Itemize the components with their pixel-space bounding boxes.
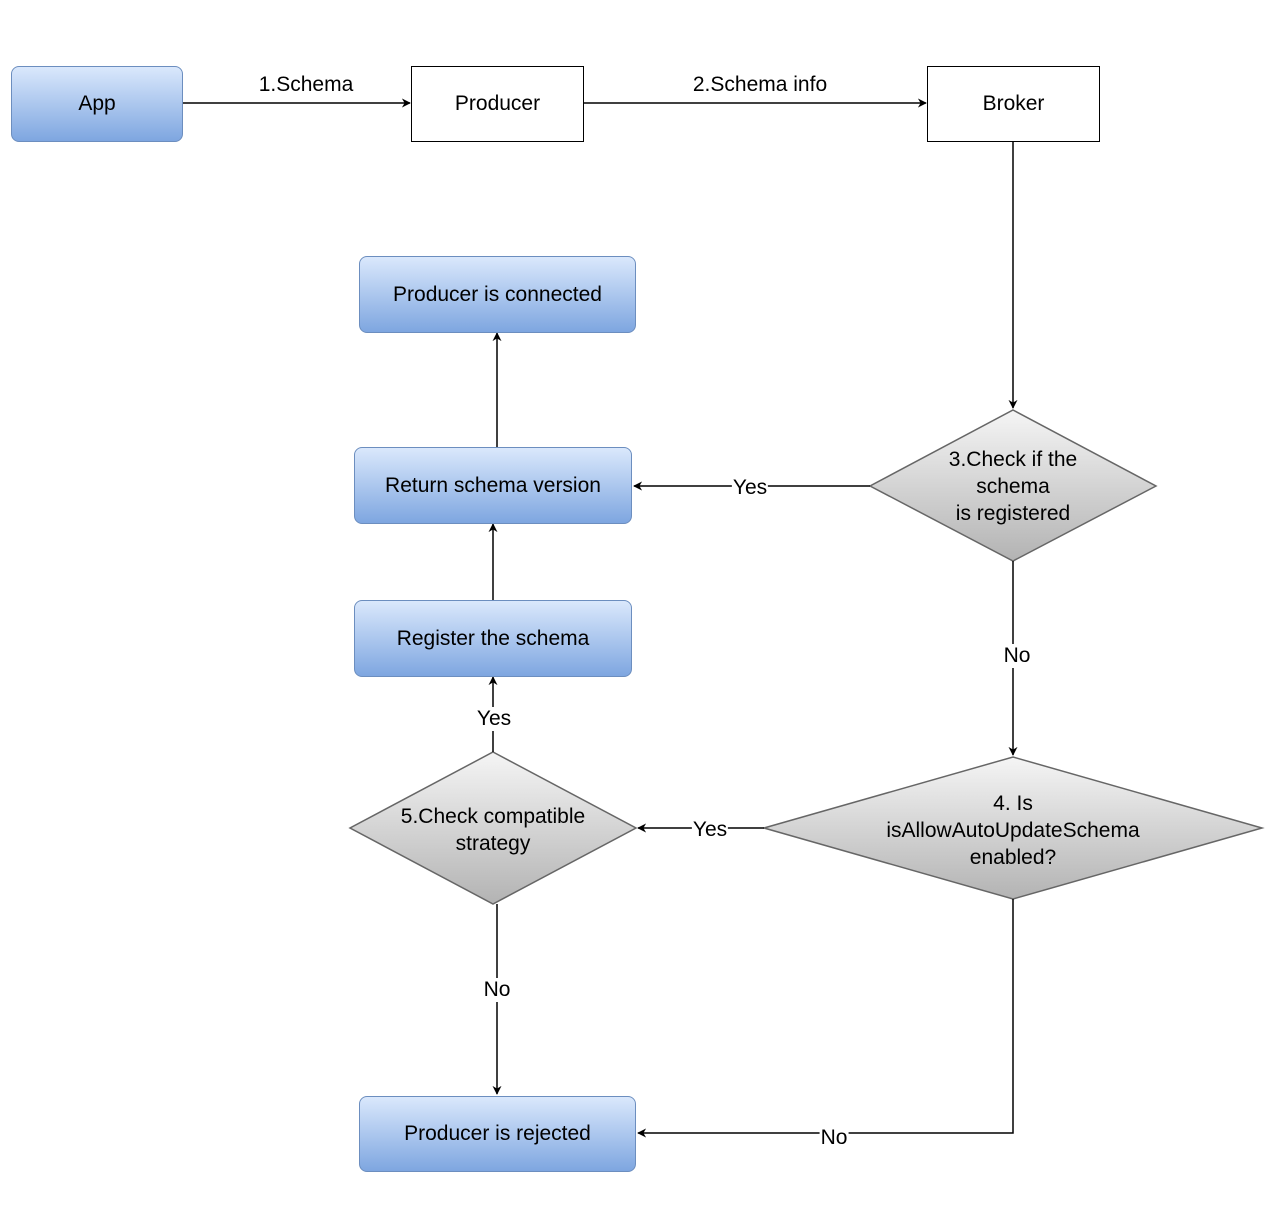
edge-label-auto-update-yes: Yes	[691, 818, 729, 842]
node-producer-connected-label: Producer is connected	[393, 282, 602, 306]
node-app-label: App	[78, 92, 116, 115]
decision-check-registered[interactable]: 3.Check if the schema is registered	[948, 447, 1078, 525]
node-app[interactable]: App	[11, 66, 183, 142]
edge-label-auto-update-no: No	[819, 1126, 849, 1150]
node-return-schema-version-label: Return schema version	[385, 473, 601, 497]
edge-label-compatible-no: No	[482, 978, 512, 1002]
decision-auto-update[interactable]: 4. Is isAllowAutoUpdateSchema enabled?	[886, 791, 1140, 869]
node-broker-label: Broker	[982, 92, 1045, 115]
node-register-schema[interactable]: Register the schema	[354, 600, 632, 677]
edge-label-registered-yes: Yes	[731, 476, 769, 500]
node-broker[interactable]: Broker	[927, 66, 1100, 142]
node-producer-rejected-label: Producer is rejected	[404, 1122, 591, 1145]
edge-label-1-schema: 1.Schema	[258, 73, 354, 96]
decision-check-compatible[interactable]: 5.Check compatible strategy	[400, 805, 586, 855]
node-producer[interactable]: Producer	[411, 66, 584, 142]
node-return-schema-version[interactable]: Return schema version	[354, 447, 632, 524]
node-producer-connected[interactable]: Producer is connected	[359, 256, 636, 333]
node-producer-label: Producer	[454, 92, 541, 115]
node-producer-rejected[interactable]: Producer is rejected	[359, 1096, 636, 1172]
edge-label-2-schema-info: 2.Schema info	[692, 73, 828, 96]
edge-label-compatible-yes: Yes	[475, 707, 513, 731]
node-register-schema-label: Register the schema	[396, 626, 590, 650]
edge-auto-update-no	[637, 899, 1014, 1138]
decision-check-compatible-shape	[348, 751, 638, 905]
edge-label-registered-no: No	[1002, 644, 1032, 668]
